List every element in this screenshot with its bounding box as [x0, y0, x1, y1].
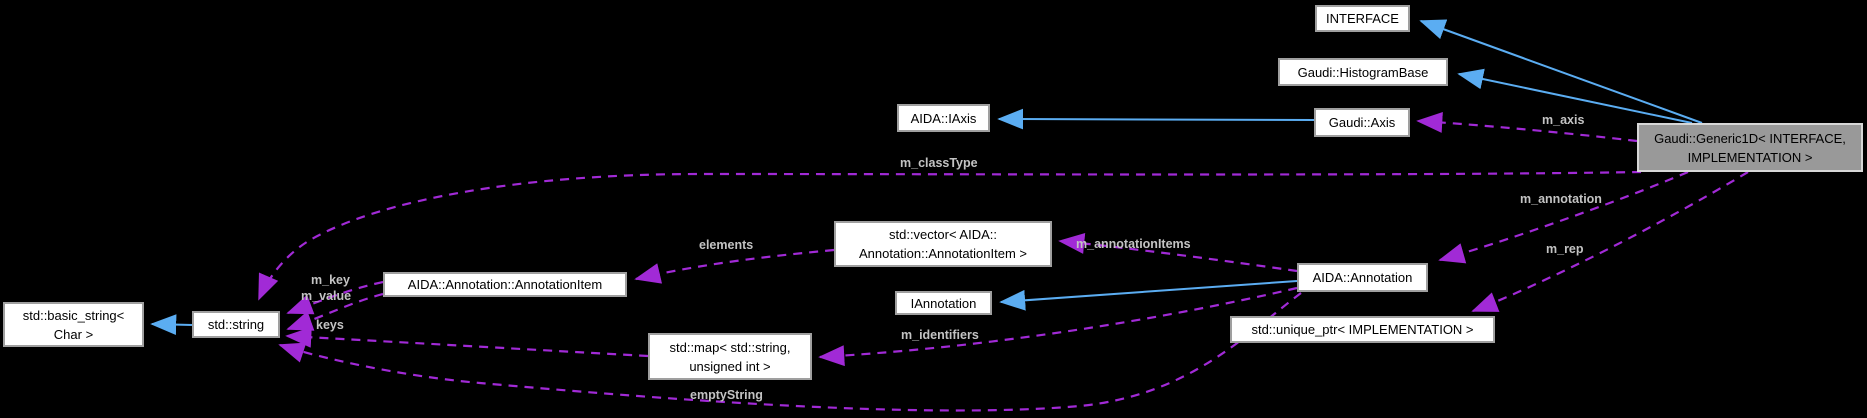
node-label-line: std::vector< AIDA:: [888, 227, 998, 242]
node-label: AIDA::Annotation [1312, 270, 1413, 285]
edge-m-classtype [257, 170, 1642, 301]
node-aida-annotation-annotationitem[interactable]: AIDA::Annotation::AnnotationItem [383, 272, 627, 297]
node-label-line: unsigned int > [689, 358, 771, 374]
node-label: std::unique_ptr< IMPLEMENTATION > [1251, 322, 1474, 337]
node-std-map[interactable]: std::map< std::string, unsigned int > [648, 333, 812, 380]
edge-inherit-histogrambase [1457, 68, 1693, 124]
edge-label-m-rep: m_rep [1546, 242, 1584, 256]
node-label: AIDA::IAxis [910, 110, 977, 126]
node-interface[interactable]: INTERFACE [1315, 5, 1410, 32]
edge-label-elements: elements [699, 238, 754, 252]
node-label-line: Gaudi::Generic1D< INTERFACE, [1654, 130, 1846, 146]
node-label: Gaudi::Axis [1328, 115, 1396, 130]
edge-m-annotationitems [1058, 233, 1298, 273]
node-std-basic-string[interactable]: std::basic_string< Char > [3, 302, 144, 347]
node-iannotation[interactable]: IAnnotation [895, 291, 992, 315]
node-label-line: std::basic_string< [22, 307, 125, 323]
node-std-vector-annotationitem[interactable]: std::vector< AIDA:: Annotation::Annotati… [834, 221, 1052, 267]
node-gaudi-generic1d[interactable]: Gaudi::Generic1D< INTERFACE, IMPLEMENTAT… [1637, 123, 1863, 172]
node-aida-iaxis[interactable]: AIDA::IAxis [897, 104, 990, 132]
node-label: Gaudi::HistogramBase [1297, 64, 1429, 80]
node-label: std::string [207, 317, 265, 332]
node-gaudi-axis[interactable]: Gaudi::Axis [1314, 108, 1410, 137]
edge-inherit-interface [1419, 19, 1703, 124]
edge-label-m-identifiers: m_identifiers [901, 328, 979, 342]
edge-m-rep [1471, 171, 1749, 313]
node-gaudi-histogrambase[interactable]: Gaudi::HistogramBase [1278, 58, 1448, 86]
edge-inherit-iaxis [997, 108, 1315, 130]
edge-label-emptystring: emptyString [690, 388, 763, 402]
edge-m-axis [1416, 111, 1638, 143]
edge-m-key [286, 280, 384, 315]
edge-inherit-basicstring [150, 314, 193, 336]
edge-m-identifiers [818, 286, 1298, 367]
node-label: INTERFACE [1326, 11, 1399, 26]
node-label-line: Annotation::AnnotationItem > [858, 246, 1028, 261]
edge-inherit-iannotation [999, 280, 1298, 311]
edge-elements [634, 248, 835, 284]
node-label-line: IMPLEMENTATION > [1687, 149, 1813, 165]
node-std-string[interactable]: std::string [192, 311, 280, 338]
node-label-line: std::map< std::string, [669, 339, 791, 355]
edge-label-m-value: m_value [301, 289, 352, 303]
node-label: IAnnotation [910, 295, 977, 311]
edge-label-keys: keys [316, 318, 344, 332]
edge-label-m-key: m_key [311, 273, 350, 287]
edge-m-annotation [1438, 170, 1689, 264]
node-std-unique-ptr[interactable]: std::unique_ptr< IMPLEMENTATION > [1230, 316, 1495, 343]
node-label-line: Char > [53, 326, 94, 342]
node-aida-annotation[interactable]: AIDA::Annotation [1297, 263, 1428, 292]
edge-label-m-annotation: m_annotation [1520, 192, 1602, 206]
edge-label-m-annotationitems: m_annotationItems [1076, 237, 1191, 251]
edge-keys [285, 326, 649, 358]
edge-label-m-classtype: m_classType [900, 156, 978, 170]
edge-label-m-axis: m_axis [1542, 113, 1585, 127]
node-label: AIDA::Annotation::AnnotationItem [407, 277, 603, 292]
edge-m-value [286, 292, 384, 331]
